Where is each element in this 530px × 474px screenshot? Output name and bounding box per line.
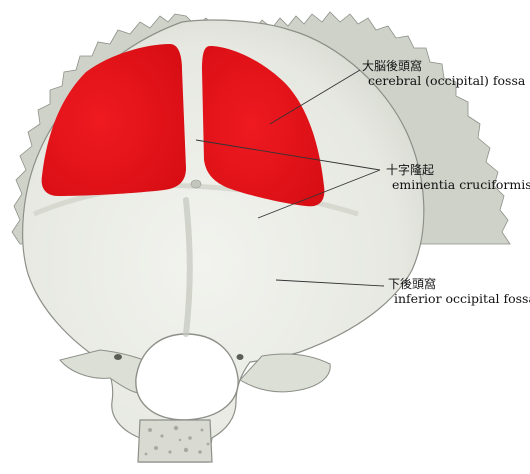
leader-inferior <box>275 279 385 287</box>
cerebral-fossa-left[interactable] <box>41 44 186 196</box>
label-cerebral-fossa: 大脳後頭窩 cerebral (occipital) fossa <box>362 59 526 88</box>
cerebral-fossa-right[interactable] <box>202 46 325 207</box>
label-cerebral-jp: 大脳後頭窩 <box>362 59 423 73</box>
label-cerebral-latin: cerebral (occipital) fossa <box>368 72 526 88</box>
label-inferior-jp: 下後頭窩 <box>388 277 437 291</box>
basilar-part-cut <box>137 419 213 463</box>
emissary-foramen-right <box>236 354 244 360</box>
foramen-magnum <box>135 333 239 421</box>
label-cruciform-latin: eminentia cruciformis <box>392 176 530 192</box>
emissary-foramen-left <box>114 354 122 360</box>
leader-cruciform-a <box>195 139 381 171</box>
label-eminentia-cruciformis: 十字隆起 eminentia cruciformis <box>386 163 530 192</box>
internal-occipital-protuberance <box>190 179 202 189</box>
label-cruciform-jp: 十字隆起 <box>386 163 435 177</box>
label-inferior-fossa: 下後頭窩 inferior occipital fossa <box>388 277 530 306</box>
leader-lines <box>195 69 385 287</box>
leader-cerebral <box>269 69 361 125</box>
internal-occipital-crest <box>183 197 193 337</box>
cancellous-texture <box>144 425 210 456</box>
label-inferior-latin: inferior occipital fossa <box>394 290 530 306</box>
leader-cruciform-b <box>257 169 381 219</box>
